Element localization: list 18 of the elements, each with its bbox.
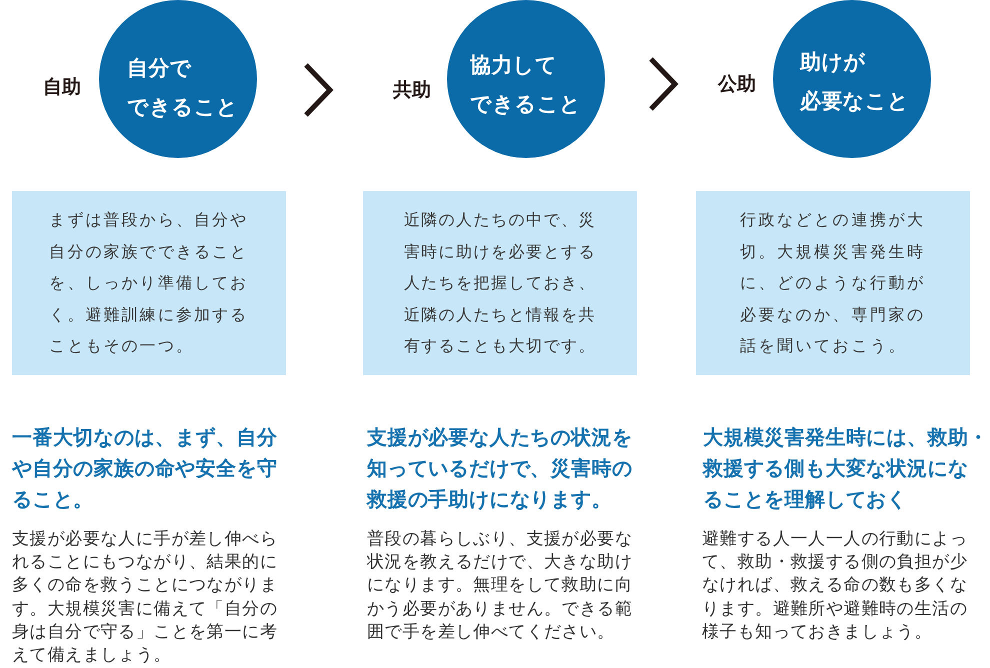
step-name: 自助 [43,75,81,100]
panel-text: 近隣の人たちの中で、災害時に助けを必要とする人たちを把握しておき、近隣の人たちと情報を共有することも大切です。 [404,209,596,358]
step-title: 協力してできること [470,52,582,118]
body-text: 支援が必要な人に手が差し伸べられることにもつながり、結果的に多くの命を救うことにつながります。大規模災害に備えて「自分の身は自分で守る」ことを第一に考えて備えましょう。 [12,528,278,668]
step-name: 共助 [393,78,431,103]
body-text: 避難する人一人一人の行動によって、救助・救援する側の負担が少なければ、救える命の数も多くなります。避難所や避難時の生活の様子も知っておきましょう。 [702,528,968,644]
section-heading: 大規模災害発生時には、救助・救援する側も大変な状況になることを理解しておく [703,424,990,513]
step-name: 公助 [718,72,756,97]
step-title: 自分でできること [127,54,240,120]
section-heading: 支援が必要な人たちの状況を知っているだけで、災害時の救援の手助けになります。 [367,424,634,513]
body-text: 普段の暮らしぶり、支援が必要な状況を教えるだけで、大きな助けになります。無理をして救助に向かう必要がありません。できる範囲で手を差し伸べてください。 [367,528,634,644]
panel-text: 行政などとの連携が大切。大規模災害発生時に、どのような行動が必要なのか、専門家の話を聞いておこう。 [740,209,926,358]
info-panel [696,191,970,375]
panel-text: まずは普段から、自分や自分の家族でできることを、しっかり準備しておく。避難訓練に参加することもその一つ。 [49,209,249,358]
info-panel [12,191,286,375]
step-title: 助けが必要なこと [800,48,910,114]
info-panel [363,191,637,375]
section-heading: 一番大切なのは、まず、自分や自分の家族の命や安全を守ること。 [12,424,278,513]
